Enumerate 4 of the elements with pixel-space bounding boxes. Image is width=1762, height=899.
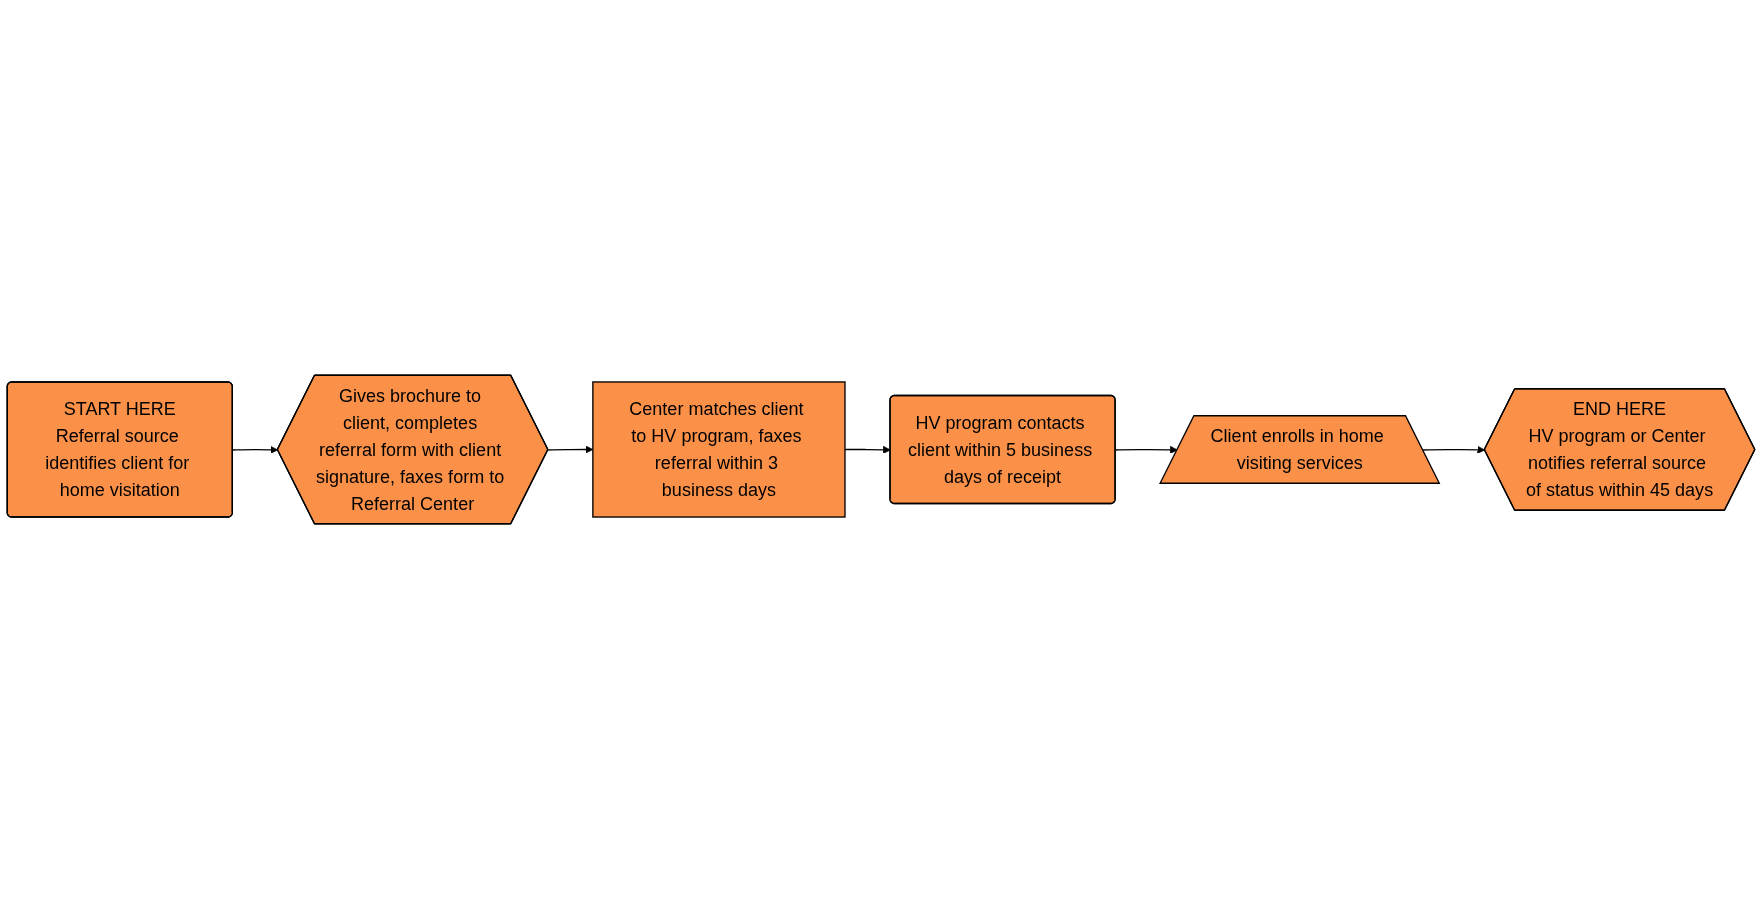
arrow <box>232 445 279 454</box>
arrow <box>844 445 891 454</box>
arrow <box>1422 445 1486 454</box>
node-box: Center matches client to HV program, faxes referral within 3 business days <box>592 381 846 518</box>
